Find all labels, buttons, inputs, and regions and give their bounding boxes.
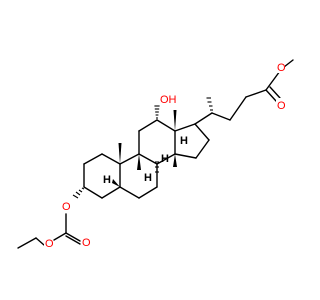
- ring-c: [138, 119, 176, 165]
- carbonate-oxygen-ethyl-label: O: [45, 238, 54, 250]
- c12-hydroxyl-hash: [154, 105, 160, 119]
- c3-oxygen-hash: [72, 187, 85, 199]
- h-c5-wedge: [112, 179, 120, 187]
- ring-a: [83, 153, 121, 199]
- molecule-drawing: OH O O H H H H O: [17, 59, 294, 250]
- structure-diagram: OH O O H H H H O: [17, 59, 294, 250]
- h-c5-label: H: [103, 174, 111, 186]
- c19-methyl-wedge: [118, 143, 122, 164]
- ester-oxygen-label: O: [277, 62, 286, 74]
- h-c8-hash: [155, 161, 159, 173]
- h-c9-wedge: [137, 154, 141, 170]
- hydroxyl-label: OH: [160, 94, 177, 106]
- c18-methyl-wedge: [173, 110, 177, 131]
- carbonate-oxygen-ring-label: O: [62, 201, 71, 213]
- side-chain: [194, 59, 294, 125]
- ring-b: [119, 153, 158, 199]
- h-c9-label: H: [161, 153, 169, 165]
- ring-d: [174, 123, 210, 159]
- h-c8-label: H: [144, 172, 152, 184]
- carbonyl-oxygen-label: O: [277, 100, 286, 112]
- h-c14-label: H: [180, 135, 188, 147]
- c21-methyl-hash: [206, 97, 213, 111]
- carbonate-group: [17, 213, 81, 249]
- carbonate-carbonyl-oxygen-label: O: [82, 237, 91, 249]
- h-c14-wedge: [173, 154, 177, 167]
